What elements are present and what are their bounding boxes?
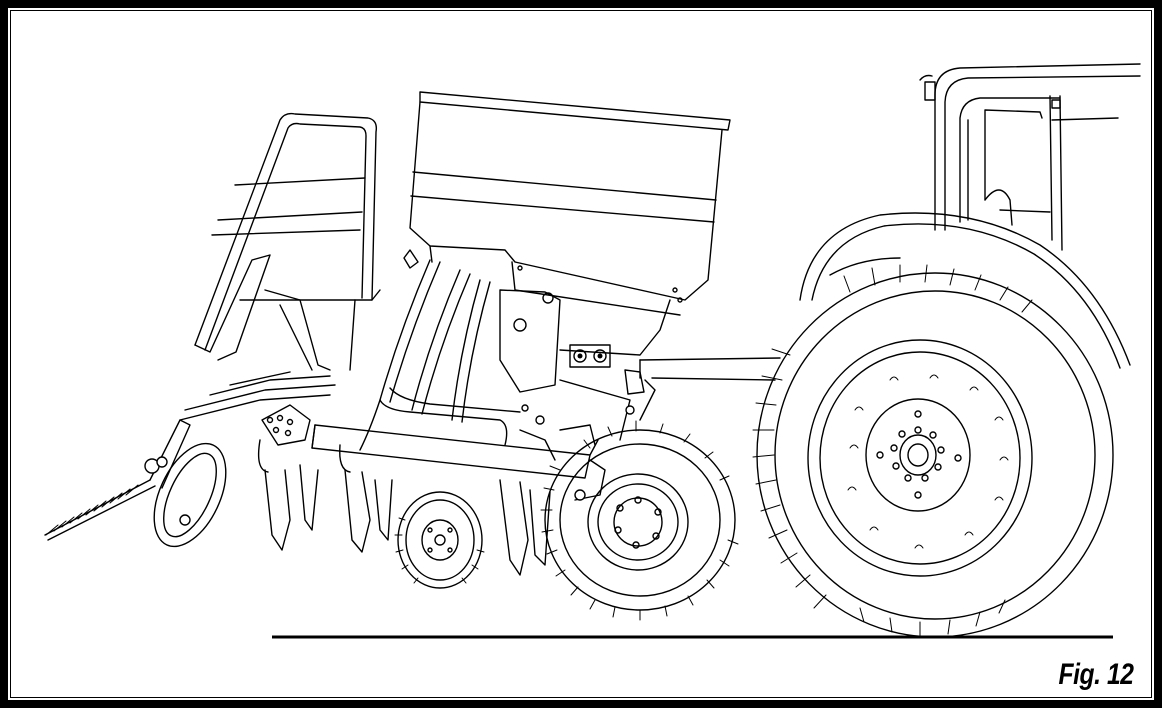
- seed-hopper: [409, 91, 731, 316]
- tractor-tire-tread: [752, 264, 1033, 637]
- tractor-rear-fender: [799, 212, 1131, 369]
- tractor-rear-wheel: [752, 264, 1114, 638]
- platform-railing: [194, 112, 381, 371]
- frame-details: [403, 249, 635, 461]
- seeding-coulters: [257, 439, 551, 576]
- drive-wheel-small: [394, 491, 485, 589]
- press-wheel-left: [153, 442, 227, 548]
- harrow-tines: [45, 484, 139, 536]
- figure-caption: Fig. 12: [1058, 658, 1134, 691]
- rear-harrow: [44, 419, 191, 541]
- tractor-cab: [919, 63, 1141, 251]
- drill-frame: [179, 259, 671, 479]
- transport-wheel: [540, 420, 739, 621]
- transport-wheel-tread: [540, 420, 739, 621]
- tractor-wheel-rim-marks: [847, 374, 1009, 549]
- tractor: [639, 63, 1141, 638]
- tractor-wheel-bolts: [876, 410, 962, 499]
